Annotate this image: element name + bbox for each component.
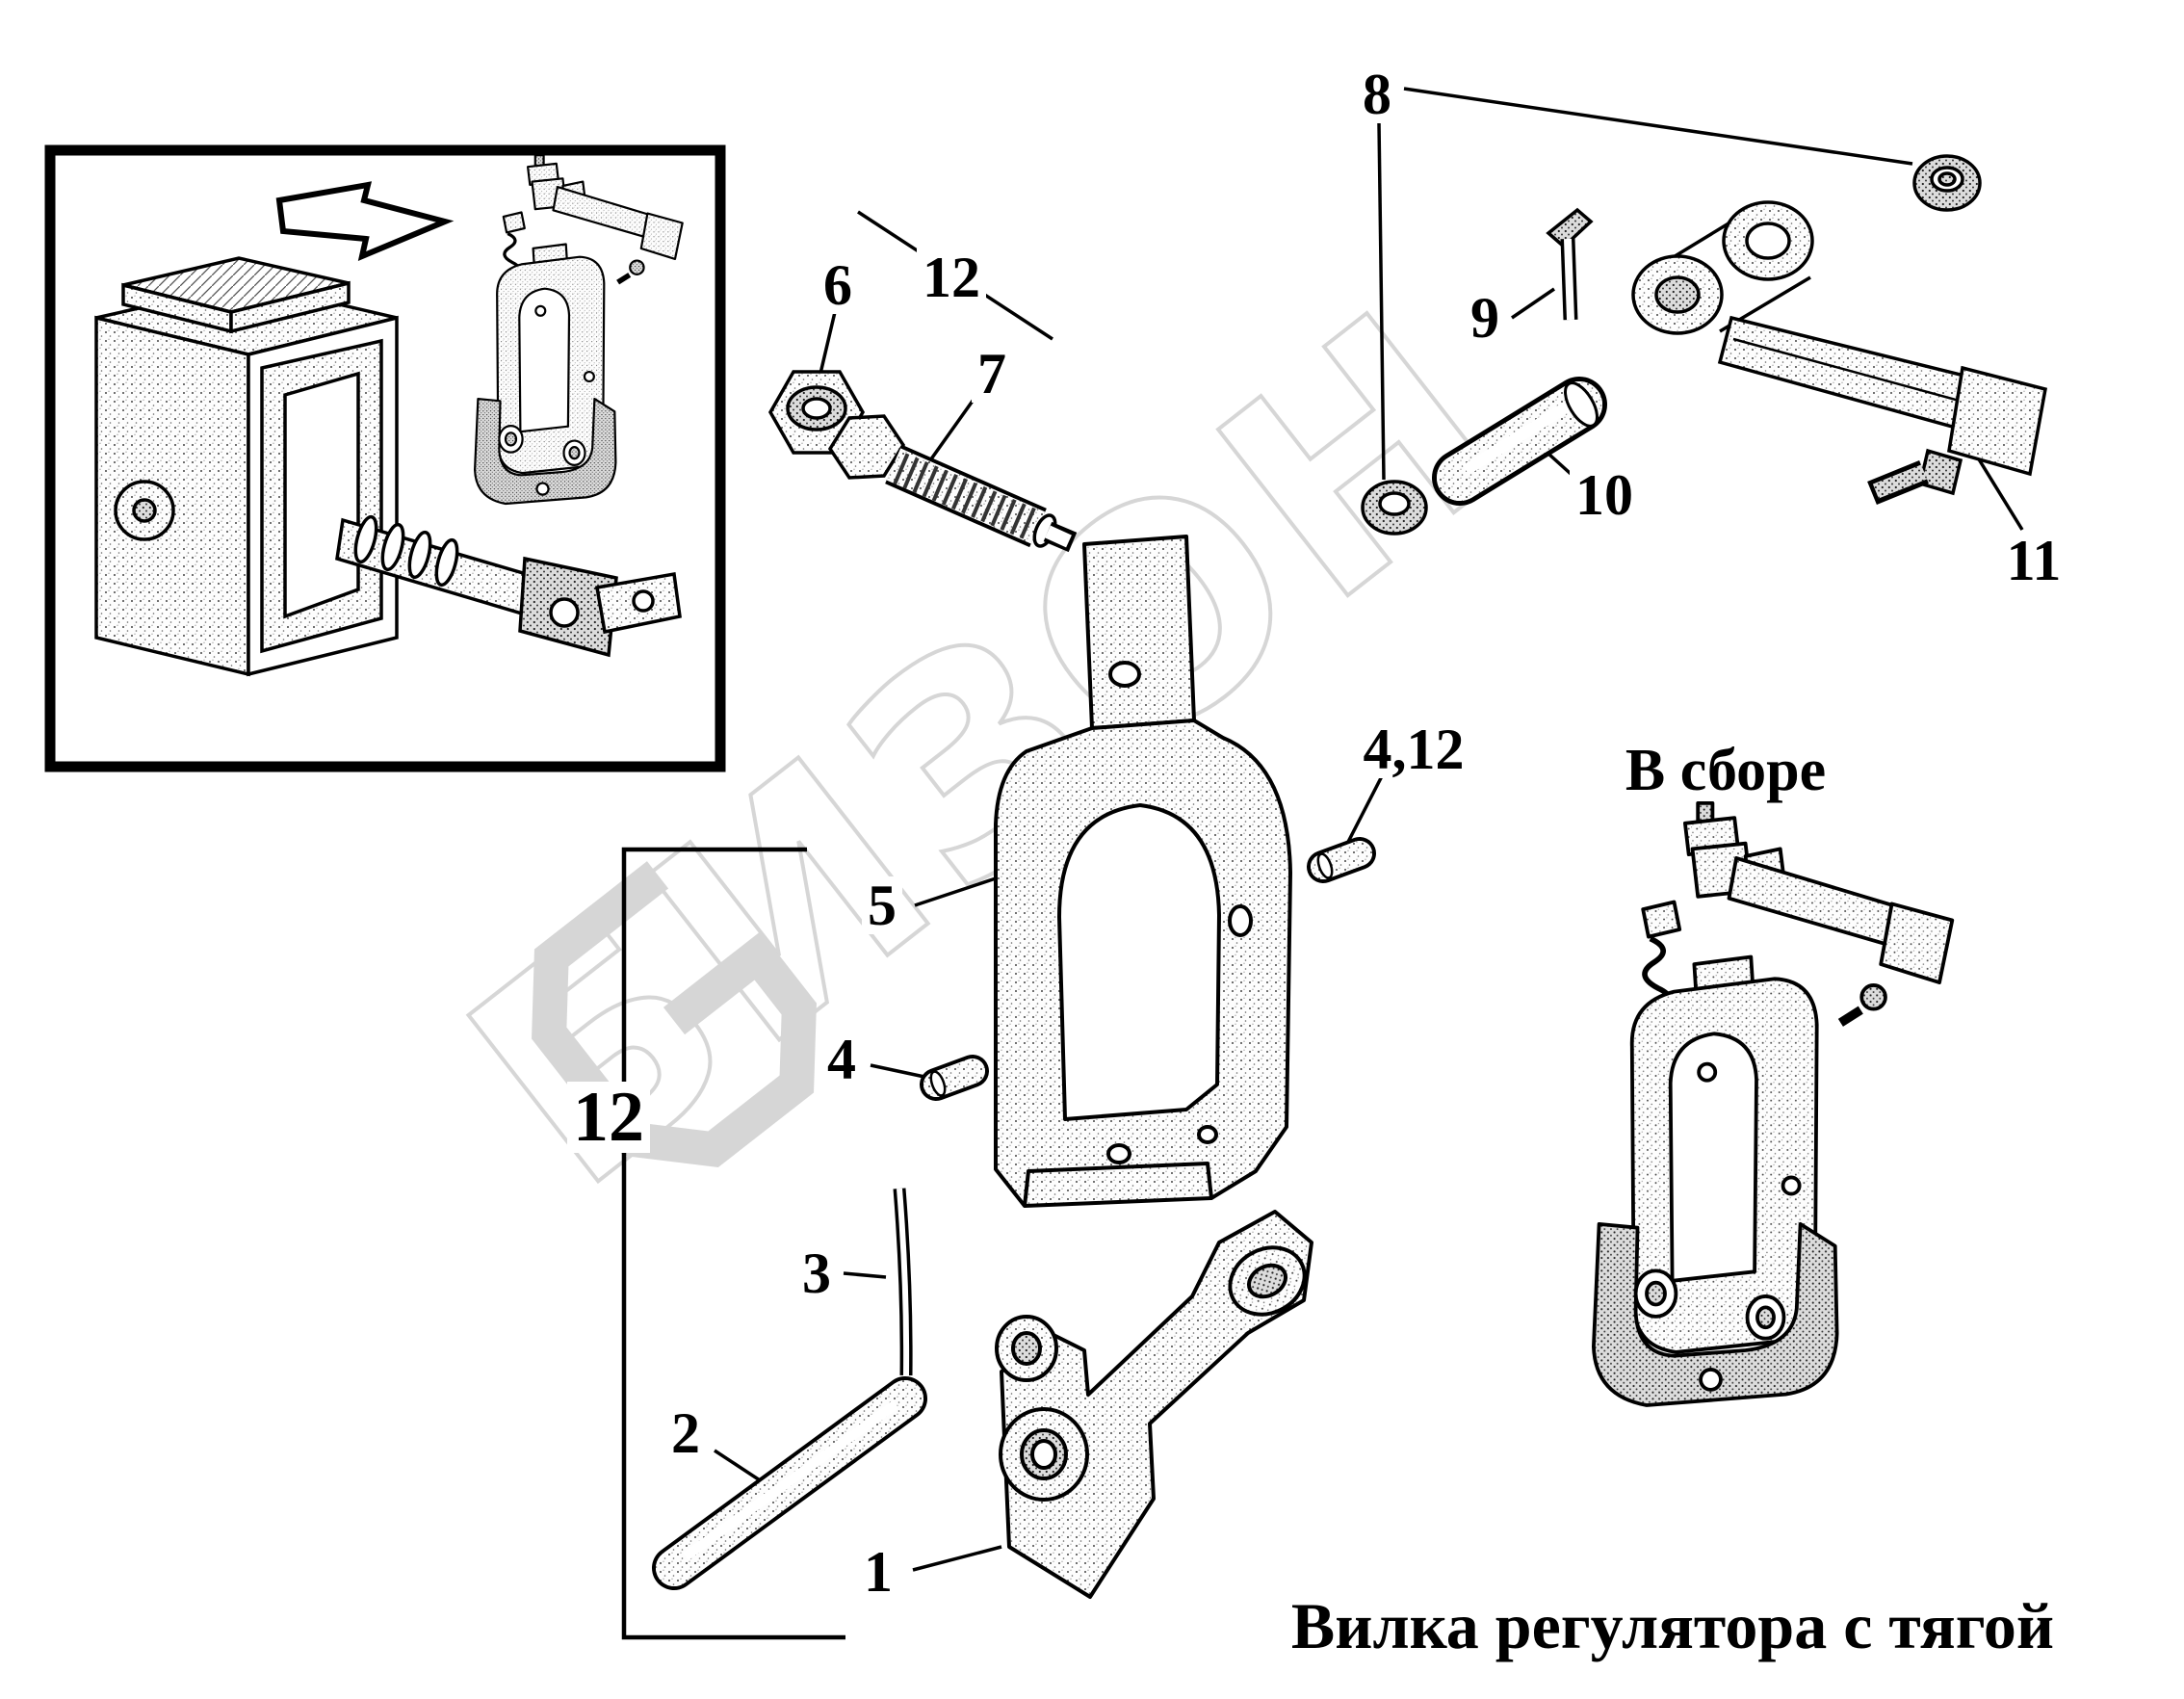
engine-block (94, 256, 399, 677)
inset-location-view (44, 144, 726, 772)
group-12-bracket (621, 847, 845, 1640)
part-2-rod (652, 1376, 927, 1590)
part-8-washer (1361, 480, 1428, 536)
part-8-nut (1912, 154, 1982, 212)
callout-11: 11 (2000, 532, 2067, 589)
part-7-adjusting-screw (827, 414, 1078, 553)
part-1-bracket (995, 1210, 1313, 1599)
callout-7: 7 (972, 345, 1012, 403)
governor-shaft (335, 514, 682, 658)
callout-1: 1 (858, 1543, 898, 1601)
callout-9: 9 (1465, 289, 1505, 347)
figure-title: Вилка регулятора с тягой (1290, 1589, 2055, 1662)
part-11-lever (1631, 200, 2048, 506)
callout-2: 2 (665, 1404, 706, 1462)
callout-12-upper: 12 (917, 248, 986, 306)
callout-10: 10 (1570, 466, 1639, 524)
callout-8: 8 (1357, 65, 1397, 123)
callout-4: 4 (821, 1031, 862, 1088)
callout-12-group: 12 (567, 1082, 650, 1153)
part-5-fork (994, 535, 1292, 1208)
part-4-pin-lower (920, 1055, 989, 1101)
part-9-pin (1546, 207, 1594, 321)
part-10-roller-pin (1432, 377, 1607, 506)
assembled-view (1594, 803, 1952, 1405)
part-3-pin (893, 1188, 913, 1376)
location-arrow-icon (275, 181, 455, 262)
callout-5: 5 (862, 876, 902, 934)
assembled-caption: В сборе (1625, 738, 1827, 803)
callout-4-12: 4,12 (1357, 720, 1470, 778)
part-4-12-pin-upper (1307, 837, 1376, 883)
callout-3: 3 (796, 1244, 837, 1302)
watermark-logo (532, 861, 817, 1167)
callout-6: 6 (818, 256, 858, 314)
